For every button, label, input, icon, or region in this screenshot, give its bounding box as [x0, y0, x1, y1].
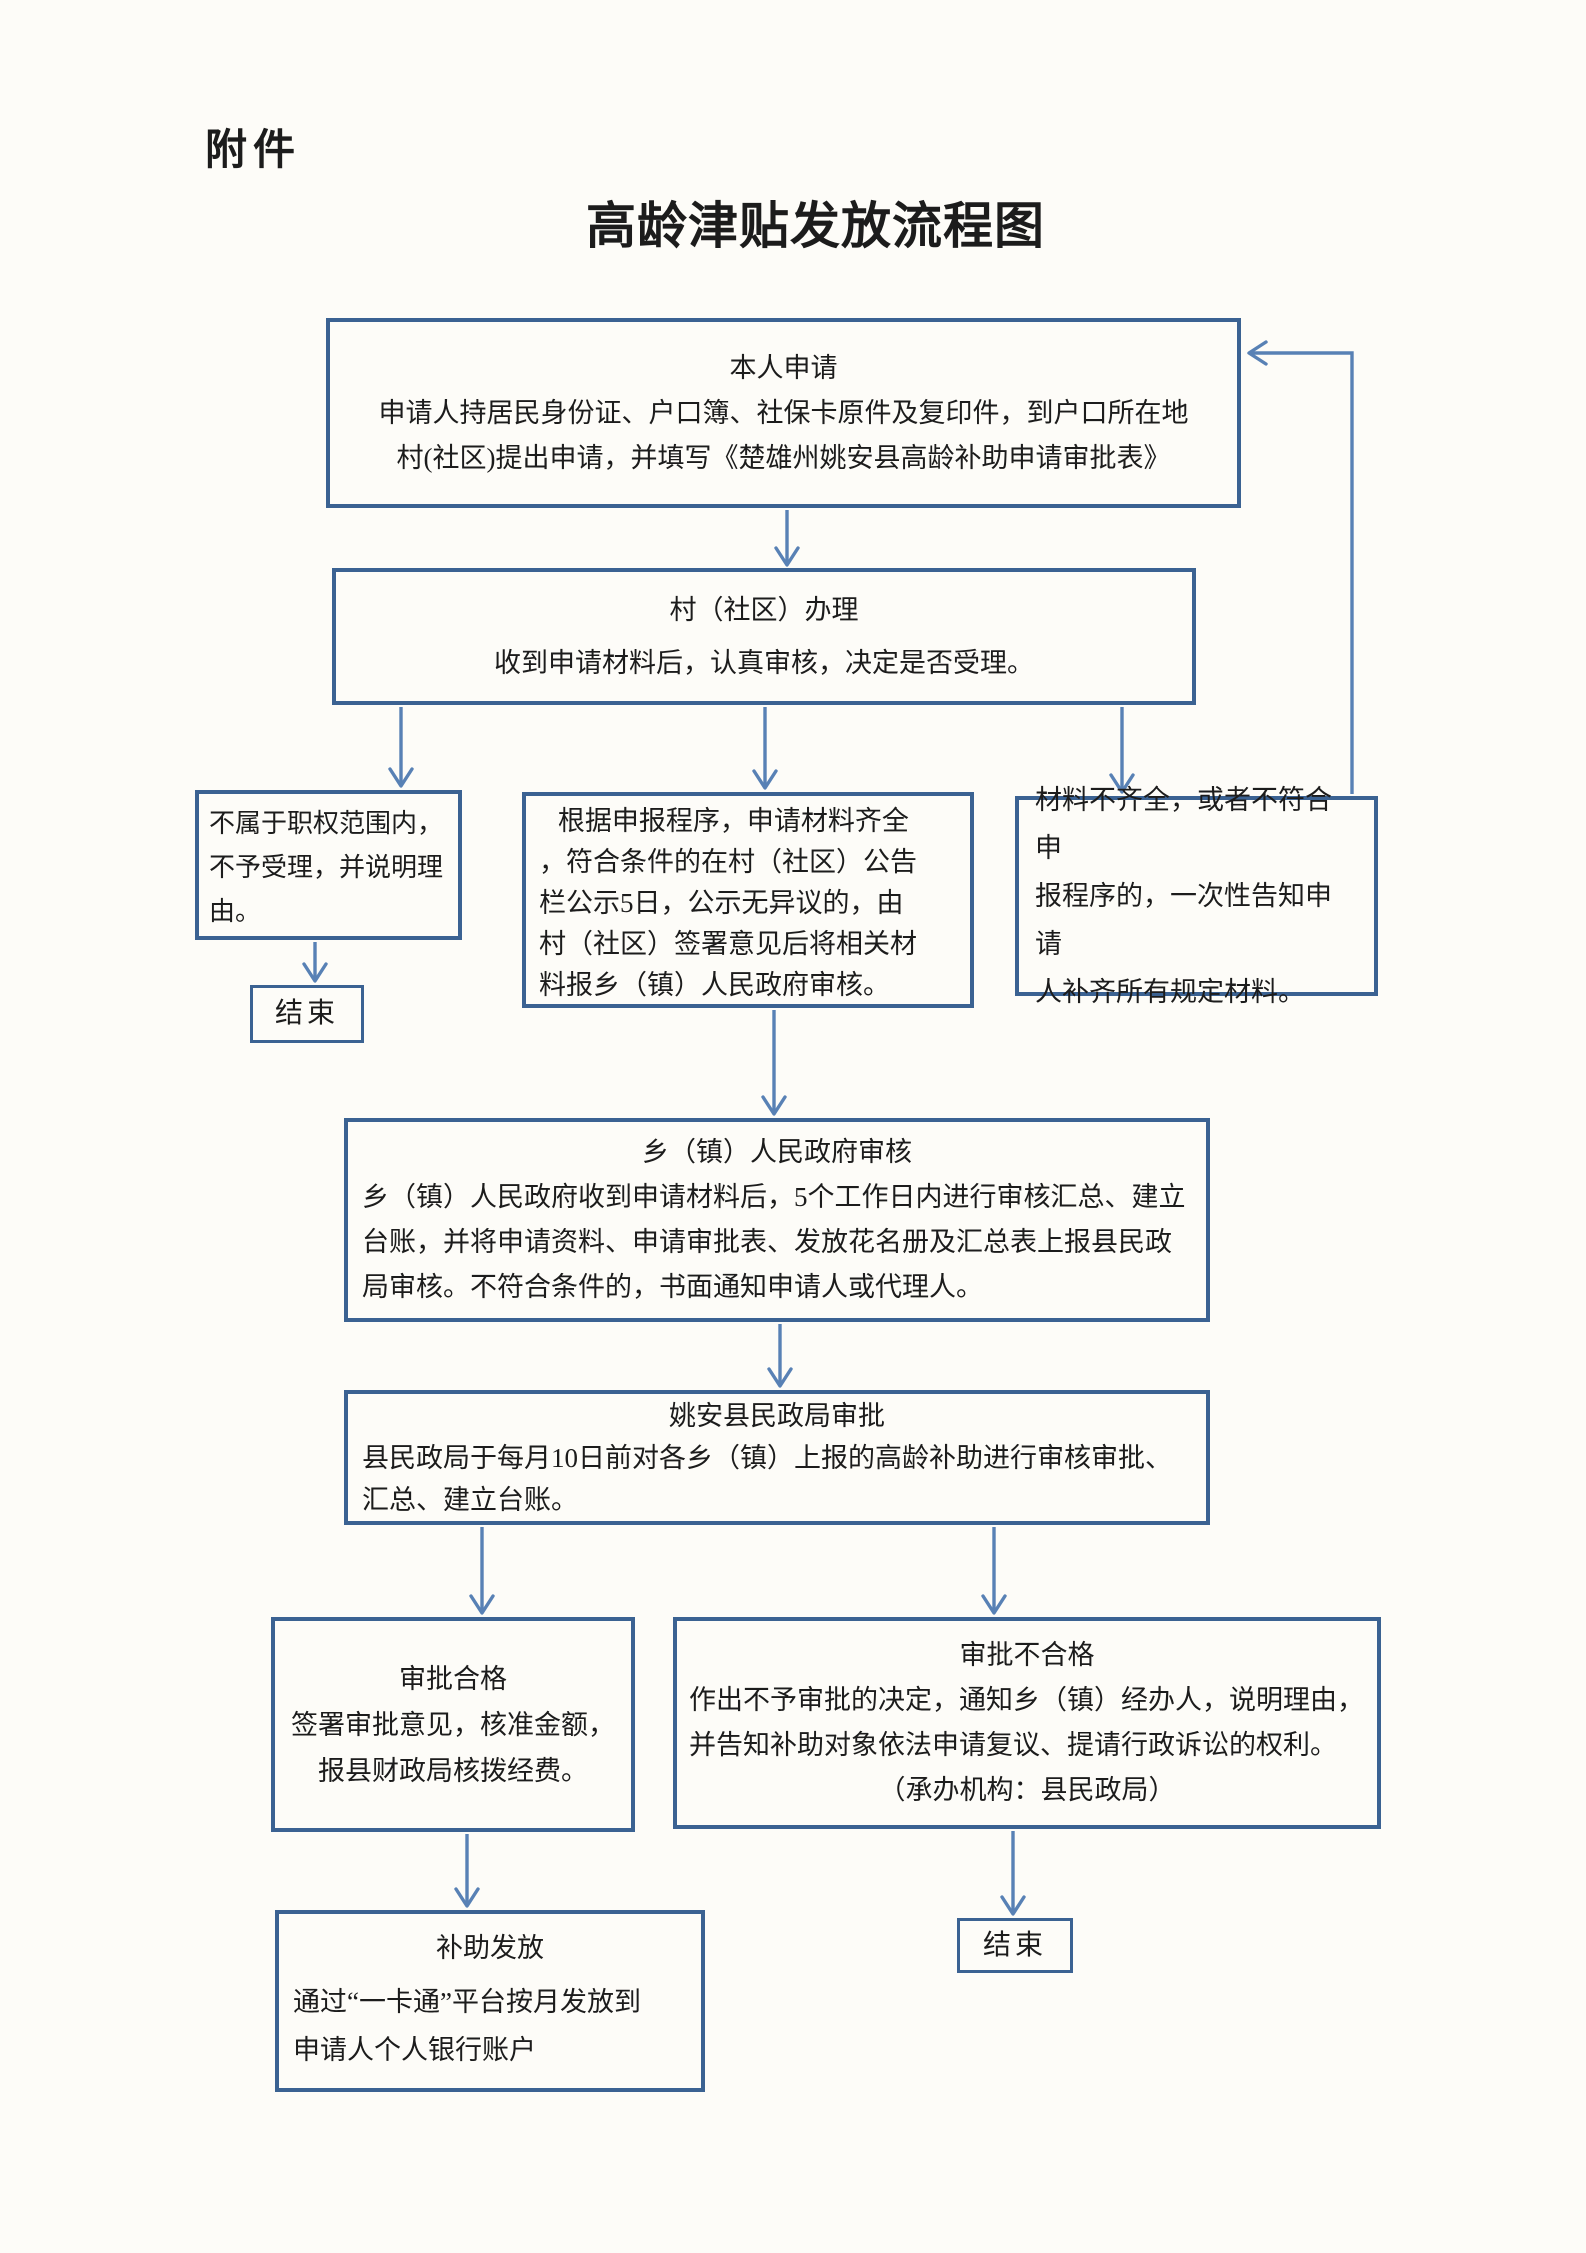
node-rejected-title: 审批不合格 [959, 1640, 1095, 1670]
node-township-review-title: 乡（镇）人民政府审核 [642, 1137, 912, 1167]
node-county-approval-title: 姚安县民政局审批 [669, 1400, 885, 1431]
node-publicize: 根据申报程序，申请材料齐全 ，符合条件的在村（社区）公告 栏公示5日，公示无异议… [522, 792, 974, 1008]
node-village-body: 收到申请材料后，认真审核，决定是否受理。 [494, 647, 1034, 678]
node-rejected: 审批不合格 作出不予审批的决定，通知乡（镇）经办人，说明理由， 并告知补助对象依… [673, 1617, 1381, 1829]
node-village-title: 村（社区）办理 [669, 594, 859, 625]
arrow-incomplete-feedback-to-apply [1247, 340, 1354, 794]
node-approved-body: 签署审批意见，核准金额， 报县财政局核拨经费。 [291, 1709, 615, 1786]
node-incomplete-materials-body: 材料不齐全，或者不符合申 报程序的，一次性告知申请 人补齐所有规定材料。 [1035, 785, 1332, 1007]
node-end-right: 结束 [957, 1918, 1073, 1973]
node-reject-scope: 不属于职权范围内， 不予受理，并说明理 由。 [195, 790, 462, 940]
node-reject-scope-body: 不属于职权范围内， 不予受理，并说明理 由。 [209, 809, 444, 926]
node-apply: 本人申请 申请人持居民身份证、户口簿、社保卡原件及复印件，到户口所在地 村(社区… [326, 318, 1241, 508]
node-payment: 补助发放 通过“一卡通”平台按月发放到 申请人个人银行账户 [275, 1910, 705, 2092]
node-county-approval-body: 县民政局于每月10日前对各乡（镇）上报的高龄补助进行审核审批、 汇总、建立台账。 [362, 1442, 1172, 1515]
node-payment-body: 通过“一卡通”平台按月发放到 申请人个人银行账户 [293, 1987, 641, 2065]
node-rejected-body: 作出不予审批的决定，通知乡（镇）经办人，说明理由， 并告知补助对象依法申请复议、… [689, 1685, 1364, 1760]
node-end-right-label: 结束 [982, 1929, 1047, 1961]
node-incomplete-materials: 材料不齐全，或者不符合申 报程序的，一次性告知申请 人补齐所有规定材料。 [1015, 785, 1378, 1007]
node-end-left: 结束 [250, 985, 364, 1043]
node-township-review-body: 乡（镇）人民政府收到申请材料后，5个工作日内进行审核汇总、建立 台账，并将申请资… [362, 1182, 1186, 1302]
node-village-handle: 村（社区）办理 收到申请材料后，认真审核，决定是否受理。 [332, 568, 1196, 705]
node-approved-title: 审批合格 [399, 1663, 507, 1694]
attachment-label: 附件 [205, 126, 302, 173]
node-end-left-label: 结束 [274, 998, 339, 1029]
node-apply-body: 申请人持居民身份证、户口簿、社保卡原件及复印件，到户口所在地 村(社区)提出申请… [378, 397, 1189, 473]
node-county-approval: 姚安县民政局审批 县民政局于每月10日前对各乡（镇）上报的高龄补助进行审核审批、… [344, 1390, 1210, 1525]
node-rejected-note: （承办机构：县民政局） [878, 1775, 1176, 1805]
node-township-review: 乡（镇）人民政府审核 乡（镇）人民政府收到申请材料后，5个工作日内进行审核汇总、… [344, 1118, 1210, 1322]
node-payment-title: 补助发放 [436, 1933, 544, 1963]
page-title: 高龄津贴发放流程图 [586, 198, 1045, 254]
node-apply-title: 本人申请 [729, 352, 838, 383]
node-publicize-body: 根据申报程序，申请材料齐全 ，符合条件的在村（社区）公告 栏公示5日，公示无异议… [539, 806, 917, 1000]
node-approved: 审批合格 签署审批意见，核准金额， 报县财政局核拨经费。 [271, 1617, 635, 1832]
